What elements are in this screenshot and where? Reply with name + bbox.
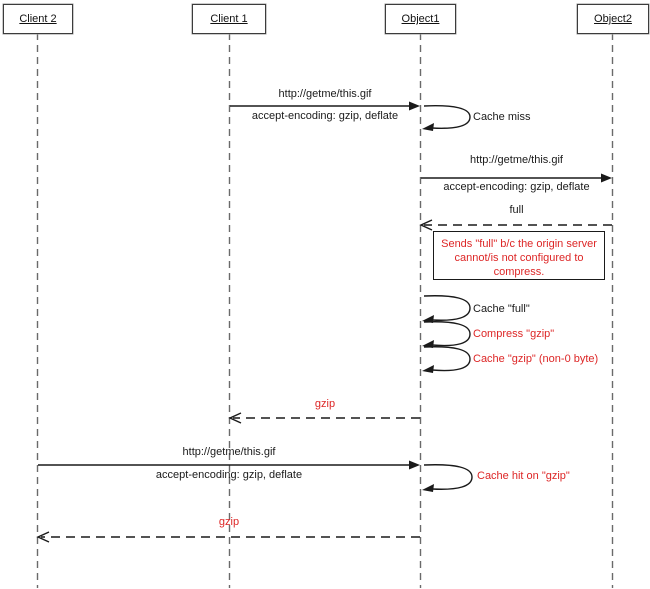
actor-label-object1: Object1 — [401, 13, 440, 25]
arrowhead-compress-gzip — [422, 340, 434, 348]
self-loop-cache-miss — [423, 105, 471, 129]
arrowhead-request1 — [409, 101, 420, 111]
label-compress-gzip: Compress "gzip" — [473, 328, 555, 340]
self-loop-compress-gzip — [423, 321, 471, 347]
actor-label-client-1: Client 1 — [210, 13, 248, 25]
actor-label-client-2: Client 2 — [19, 13, 57, 25]
label-cache-full: Cache "full" — [473, 303, 530, 315]
label-cache-gzip: Cache "gzip" (non-0 byte) — [473, 353, 599, 365]
actor-label-object2: Object2 — [594, 13, 632, 25]
label-request1-encoding: accept-encoding: gzip, deflate — [251, 110, 399, 122]
arrowhead-cache-full — [422, 315, 434, 323]
actor-box-object1: Object1 — [385, 4, 456, 34]
arrowhead-cache-gzip — [422, 365, 434, 373]
self-loop-cache-full — [423, 295, 471, 321]
actor-box-client-1: Client 1 — [192, 4, 266, 34]
label-return-gzip2: gzip — [218, 516, 240, 528]
label-cache-hit: Cache hit on "gzip" — [477, 470, 570, 482]
arrowhead-cache-miss — [422, 123, 434, 131]
label-request1-url: http://getme/this.gif — [278, 88, 372, 100]
self-loop-cache-gzip — [423, 346, 471, 372]
label-request3-url: http://getme/this.gif — [182, 446, 276, 458]
label-response-full: full — [509, 204, 524, 216]
arrowhead-request2 — [601, 173, 612, 183]
arrowhead-request3 — [409, 460, 420, 470]
actor-box-client-2: Client 2 — [3, 4, 73, 34]
arrowhead-cache-hit — [422, 484, 434, 492]
label-return-gzip1: gzip — [314, 398, 336, 410]
arrowhead-return-gzip1 — [228, 412, 242, 424]
arrowhead-return-full — [419, 219, 433, 231]
self-loop-cache-hit — [423, 464, 473, 490]
arrowhead-return-gzip2 — [36, 531, 50, 543]
actor-box-object2: Object2 — [577, 4, 649, 34]
label-request2-url: http://getme/this.gif — [470, 154, 563, 166]
label-request2-encoding: accept-encoding: gzip, deflate — [443, 181, 590, 193]
label-cache-miss: Cache miss — [473, 111, 531, 123]
note-box: Sends "full" b/c the origin server canno… — [433, 231, 605, 280]
label-request3-encoding: accept-encoding: gzip, deflate — [155, 469, 303, 481]
